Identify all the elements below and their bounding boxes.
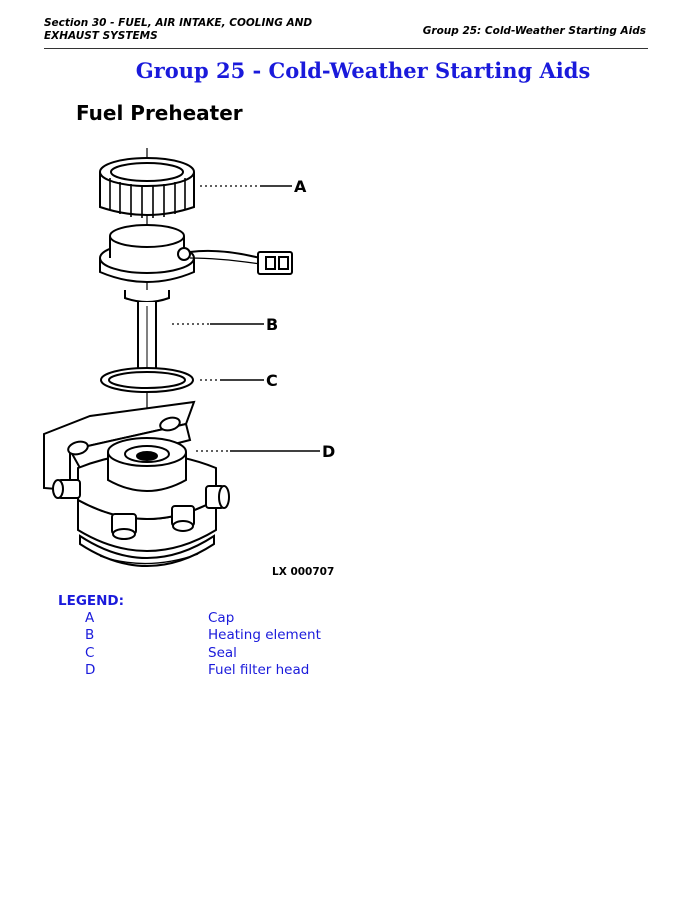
group-title: Group 25 - Cold-Weather Starting Aids [135, 58, 591, 83]
legend-item: A Cap [0, 610, 690, 628]
callout-b: B [266, 315, 278, 334]
heater-cap [99, 224, 195, 303]
legend-key: D [85, 662, 96, 678]
filter-head-body [52, 437, 230, 567]
connector-cable [177, 247, 293, 275]
page-header: Section 30 - FUEL, AIR INTAKE, COOLING A… [44, 17, 648, 49]
header-section-line2: EXHAUST SYSTEMS [44, 30, 158, 42]
legend-heading: LEGEND: [58, 593, 125, 609]
legend-item: C Seal [0, 645, 690, 663]
header-section: Section 30 - FUEL, AIR INTAKE, COOLING A… [44, 17, 312, 43]
legend-label: Fuel filter head [208, 662, 310, 678]
legend-label: Cap [208, 610, 235, 626]
seal-ring [100, 367, 194, 393]
fuel-preheater-diagram: A B C D LX 000707 [43, 148, 335, 578]
legend-key: C [85, 645, 95, 661]
legend-label: Heating element [208, 627, 321, 643]
callout-c: C [266, 371, 278, 390]
callout-a: A [294, 177, 307, 196]
section-title: Fuel Preheater [76, 101, 243, 125]
header-group: Group 25: Cold-Weather Starting Aids [422, 25, 646, 37]
legend-key: B [85, 627, 95, 643]
legend-item: D Fuel filter head [0, 662, 690, 680]
header-section-line1: Section 30 - FUEL, AIR INTAKE, COOLING A… [44, 17, 313, 29]
cap-ring [99, 157, 195, 218]
legend-key: A [85, 610, 95, 626]
legend-label: Seal [208, 645, 237, 661]
figure-id: LX 000707 [272, 566, 334, 578]
callout-d: D [322, 442, 335, 461]
legend-item: B Heating element [0, 627, 690, 645]
